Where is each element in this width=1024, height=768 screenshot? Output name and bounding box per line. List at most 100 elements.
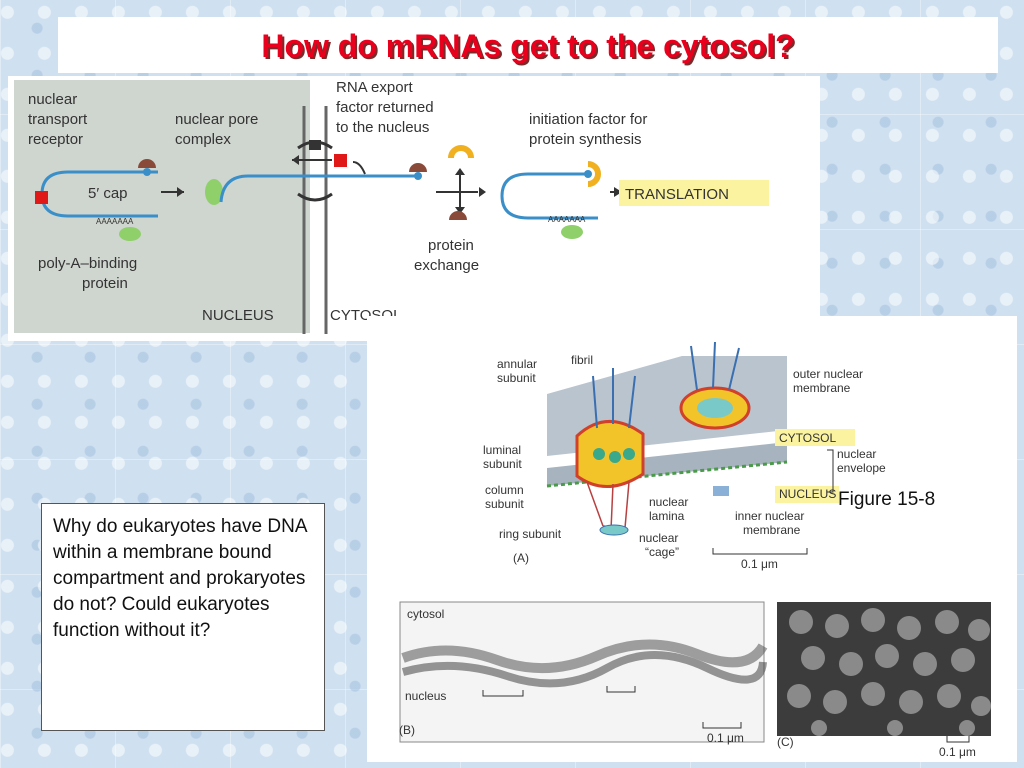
nuclear-pore-diagram: annular subunit fibril outer nuclear mem… [367,316,1017,762]
label-line: initiation factor for [529,111,647,128]
annular-subunit-label: annular subunit [497,357,537,385]
label-line: poly-A–binding [38,255,137,272]
label-line: subunit [485,497,524,511]
question-box: Why do eukaryotes have DNA within a memb… [41,503,325,731]
title-bar: How do mRNAs get to the cytosol? [58,17,998,73]
pore-brackets [482,686,636,697]
nuclear-lamina-label: nuclear lamina [649,495,688,523]
outer-nuclear-membrane-label: outer nuclear membrane [793,367,863,395]
mrna-strand-mid [219,174,418,203]
label-line: complex [175,131,231,148]
panel-c-label: (C) [777,735,794,749]
label-line: transport [28,111,88,128]
scale-bar-c [946,736,970,743]
label-line: inner nuclear [735,509,804,523]
translation-highlight [619,180,769,206]
envelope-cross-section [401,639,768,674]
cap-binding-protein-mid [409,163,427,172]
nuclear-envelope-bracket [827,449,834,493]
polya-binding-protein-mid [205,179,223,205]
ring-subunit-label: ring subunit [499,527,562,541]
label-line: column [485,483,524,497]
label-line: exchange [414,257,479,274]
rna-export-factor-label: RNA export factor returned to the nucleu… [336,79,434,136]
label-line: protein [82,275,128,292]
cap-binding-protein-left [138,159,156,168]
nuclear-cage-label: nuclear “cage” [639,531,679,559]
polya-tail-label-right: AAAAAAA [548,215,586,224]
luminal-subunit-label: luminal subunit [483,443,522,471]
inner-pore-basket [713,486,729,496]
nucleus-label: NUCLEUS [202,307,274,324]
polya-binding-protein-left [119,227,141,241]
micrograph-nucleus-label: nucleus [405,689,446,703]
nucleus-highlight [775,486,839,503]
panel-b-label: (B) [399,723,415,737]
mrna-export-figure: nuclear transport receptor nuclear pore … [8,76,820,341]
label-line: factor returned [336,99,434,116]
label-line: nuclear [837,447,876,461]
label-line: receptor [28,131,83,148]
nuclear-pore-complex-label: nuclear pore complex [175,111,258,148]
label-line: nuclear [28,91,77,108]
scale-bar-b [702,722,742,729]
label-line: membrane [743,523,801,537]
slide-title: How do mRNAs get to the cytosol? [261,28,795,64]
label-line: outer nuclear [793,367,863,381]
mrna-export-diagram: nuclear transport receptor nuclear pore … [8,76,820,341]
panel-a-label: (A) [513,551,529,565]
receptor-square-left [35,191,48,204]
cap-label: 5′ cap [88,185,128,202]
label-line: to the nucleus [336,119,429,136]
scale-b-label: 0.1 μm [707,731,744,745]
inner-nuclear-membrane-label: inner nuclear membrane [735,509,804,537]
nucleus-region [14,80,310,333]
protein-exchange-label: protein exchange [414,237,479,274]
label-line: subunit [497,371,536,385]
mrna-strand-right [500,172,598,220]
label-line: protein synthesis [529,131,642,148]
label-line: RNA export [336,79,414,96]
fibrils [592,341,740,429]
polya-binding-protein-label: poly-A–binding protein [38,255,137,292]
nuclear-lamina-shape [546,460,788,488]
label-line: nuclear [649,495,688,509]
initiation-factor-mid [448,145,474,159]
label-line: subunit [483,457,522,471]
arrow-to-translation [614,187,622,197]
column-subunit-label: column subunit [485,483,524,511]
initiation-factor-right [587,161,601,187]
scale-a-label: 0.1 μm [741,557,778,571]
pore-rosettes [787,608,991,736]
polya-tail-label-left: AAAAAAA [96,217,134,226]
label-line: luminal [483,443,521,457]
scale-bar-a [712,548,808,555]
scale-c-label: 0.1 μm [939,745,976,759]
nucleus-label-a: NUCLEUS [779,487,836,501]
label-line: nuclear pore [175,111,258,128]
micrograph-b [399,601,765,743]
cytosol-highlight [775,429,855,446]
figure-label: Figure 15-8 [838,489,936,510]
nuclear-cage-shape [586,481,630,531]
cap-dot [143,168,151,176]
initiation-factor-label: initiation factor for protein synthesis [529,111,647,148]
receptor-square-mid [334,154,347,167]
pore-plug [309,140,321,150]
nuclear-transport-receptor-label: nuclear transport receptor [28,91,88,148]
label-line: nuclear [639,531,678,545]
polya-binding-protein-right [561,225,583,239]
cytosol-label-a: CYTOSOL [779,431,836,445]
protein-exchange-arrows [436,172,478,210]
nuclear-envelope-label: nuclear envelope [837,447,886,475]
label-line: “cage” [645,545,679,559]
label-line: membrane [793,381,851,395]
micrograph-cytosol-label: cytosol [407,607,444,621]
ring-subunit-shape [599,524,629,536]
nuclear-pore-figure: annular subunit fibril outer nuclear mem… [367,316,1017,762]
question-text: Why do eukaryotes have DNA within a memb… [53,516,307,641]
cap-binding-protein-exchange [449,211,467,220]
label-line: protein [428,237,474,254]
translation-label: TRANSLATION [625,186,729,203]
fibril-label: fibril [571,353,593,367]
